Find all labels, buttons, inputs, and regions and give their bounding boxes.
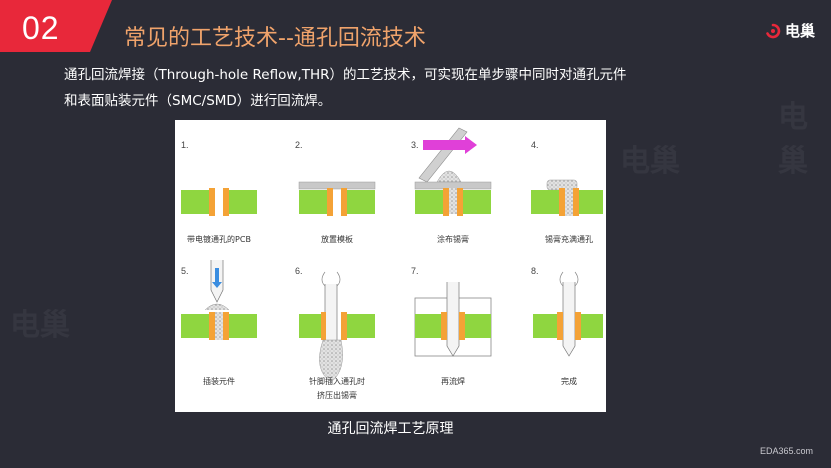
step-7-label: 再流焊 bbox=[441, 376, 465, 386]
step-6-number: 6. bbox=[295, 266, 303, 276]
step-6-label: 针脚插入通孔时 bbox=[309, 376, 365, 386]
brand-logo: 电巢 bbox=[765, 20, 815, 41]
watermark-brand: 电巢 bbox=[778, 100, 808, 179]
footer-source: EDA365.com bbox=[759, 446, 813, 456]
step-8: 8. 完成 bbox=[531, 266, 603, 386]
intro-paragraph: 通孔回流焊接（Through-hole Reflow,THR）的工艺技术，可实现… bbox=[64, 62, 784, 114]
step-8-number: 8. bbox=[531, 266, 539, 276]
step-4: 4. 锡膏充满通孔 bbox=[531, 140, 603, 244]
step-3-number: 3. bbox=[411, 140, 419, 150]
step-5: 5. 插装元件 bbox=[181, 260, 257, 386]
step-6: 6. 针脚插入通孔时 挤压出锡膏 bbox=[295, 266, 375, 400]
board-left bbox=[181, 190, 209, 214]
step-6-label-2: 挤压出锡膏 bbox=[317, 390, 357, 400]
watermark-left: 电巢 bbox=[10, 300, 70, 344]
step-7-number: 7. bbox=[411, 266, 419, 276]
thr-process-figure: 1. 带电镀通孔的PCB 2. 放置模板 3. bbox=[175, 120, 606, 412]
step-1-label: 带电镀通孔的PCB bbox=[187, 234, 251, 244]
figure-caption: 通孔回流焊工艺原理 bbox=[327, 421, 454, 437]
extruded-paste bbox=[319, 339, 343, 383]
brand-name: 电巢 bbox=[784, 22, 815, 40]
step-2-label: 放置模板 bbox=[321, 234, 353, 244]
step-1-number: 1. bbox=[181, 140, 189, 150]
section-number: 02 bbox=[22, 10, 60, 46]
section-badge bbox=[0, 0, 112, 52]
board-right bbox=[229, 190, 257, 214]
step-3: 3. 涂布锡膏 bbox=[411, 127, 492, 244]
stencil bbox=[298, 181, 376, 190]
watermark-right: 电巢 bbox=[620, 136, 680, 180]
direction-arrow-icon bbox=[423, 136, 477, 154]
step-7: 7. 再流焊 bbox=[411, 266, 492, 386]
intro-line-2: 和表面贴装元件（SMC/SMD）进行回流焊。 bbox=[64, 93, 332, 109]
step-5-number: 5. bbox=[181, 266, 189, 276]
down-arrow-icon bbox=[212, 268, 222, 288]
watermark-brand: 电巢 bbox=[620, 144, 680, 179]
step-2-number: 2. bbox=[295, 140, 303, 150]
step-1: 1. 带电镀通孔的PCB bbox=[181, 140, 257, 244]
step-5-label: 插装元件 bbox=[203, 376, 235, 386]
step-4-number: 4. bbox=[531, 140, 539, 150]
step-2: 2. 放置模板 bbox=[295, 140, 376, 244]
intro-line-1: 通孔回流焊接（Through-hole Reflow,THR）的工艺技术，可实现… bbox=[64, 67, 627, 83]
step-3-label: 涂布锡膏 bbox=[437, 234, 469, 244]
slide-title: 常见的工艺技术--通孔回流技术 bbox=[124, 26, 426, 51]
process-diagram: 1. 带电镀通孔的PCB 2. 放置模板 3. bbox=[181, 127, 603, 400]
watermark-brand: 电巢 bbox=[10, 308, 70, 343]
step-4-label: 锡膏充满通孔 bbox=[545, 234, 593, 244]
solder-paste bbox=[436, 170, 462, 183]
step-8-label: 完成 bbox=[561, 376, 577, 386]
watermark-right-top: 电巢 bbox=[778, 92, 831, 180]
swirl-logo-icon bbox=[766, 23, 781, 38]
